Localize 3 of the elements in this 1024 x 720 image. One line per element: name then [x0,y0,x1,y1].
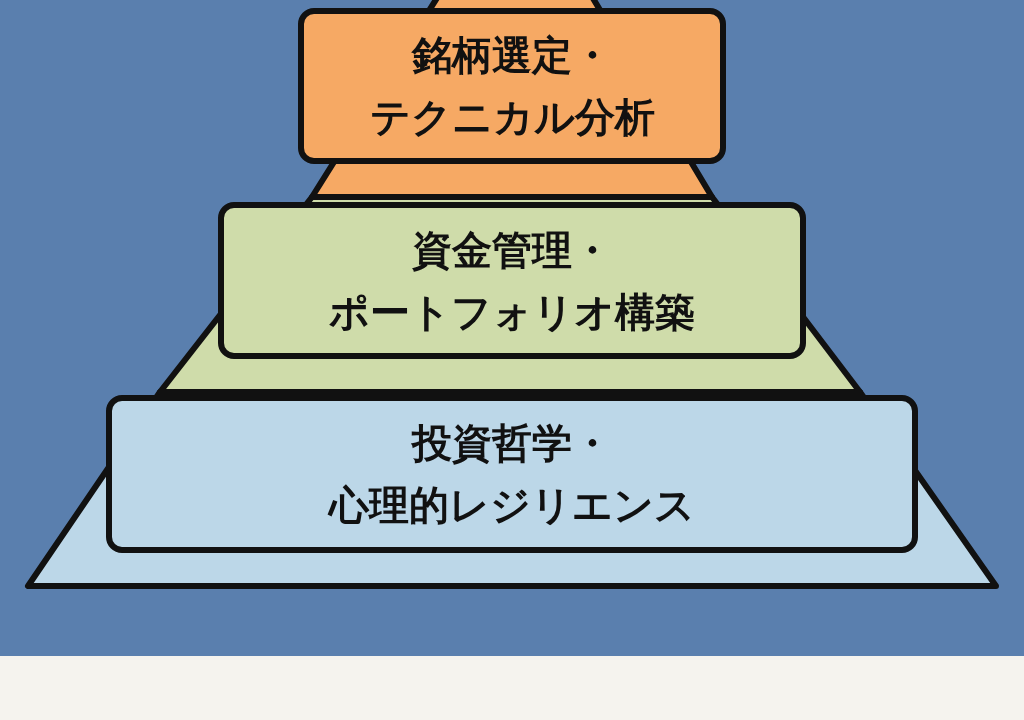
tier-box: 銘柄選定・テクニカル分析 [298,8,726,164]
tier-box: 投資哲学・心理的レジリエンス [106,395,918,553]
tier-box: 資金管理・ポートフォリオ構築 [218,202,806,359]
